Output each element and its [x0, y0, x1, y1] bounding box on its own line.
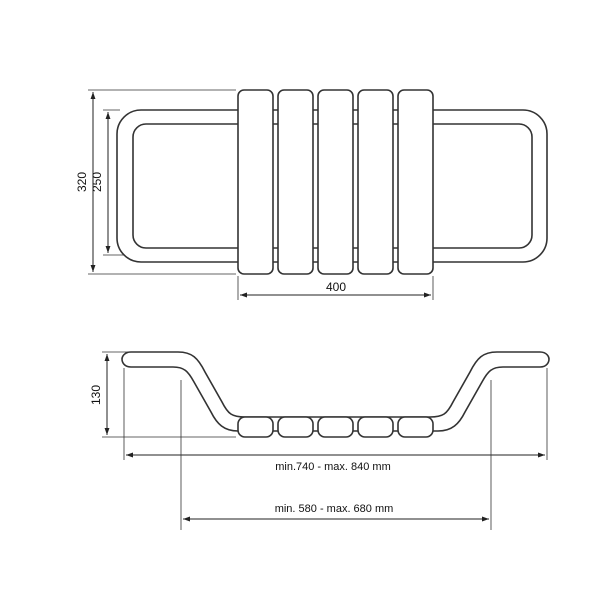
slat-4 — [357, 89, 394, 275]
dimension-label-130: 130 — [89, 385, 103, 405]
top-view: 320 250 400 — [75, 89, 548, 300]
dimension-span-inner: min. 580 - max. 680 mm — [183, 503, 489, 522]
side-slats — [237, 416, 434, 438]
side-slat-5 — [397, 416, 434, 438]
dimension-320: 320 — [75, 89, 236, 275]
dimension-label-400: 400 — [326, 280, 346, 294]
dimension-span-outer: min.740 - max. 840 mm — [126, 452, 545, 473]
dimension-400: 400 — [237, 276, 434, 300]
side-view: 130 min.740 - max. 840 mm min. 580 - max… — [89, 351, 550, 530]
side-slat-3 — [317, 416, 354, 438]
dimension-label-250: 250 — [90, 172, 104, 192]
slat-3 — [317, 89, 354, 275]
seat-slats — [237, 89, 434, 275]
dimension-label-span-inner: min. 580 - max. 680 mm — [275, 503, 394, 515]
slat-5 — [397, 89, 434, 275]
dimension-250: 250 — [90, 109, 125, 256]
side-slat-2 — [277, 416, 314, 438]
side-slat-1 — [237, 416, 274, 438]
dimension-label-span-outer: min.740 - max. 840 mm — [275, 461, 391, 473]
side-slat-4 — [357, 416, 394, 438]
slat-1 — [237, 89, 274, 275]
dimension-label-320: 320 — [75, 172, 89, 192]
slat-2 — [277, 89, 314, 275]
